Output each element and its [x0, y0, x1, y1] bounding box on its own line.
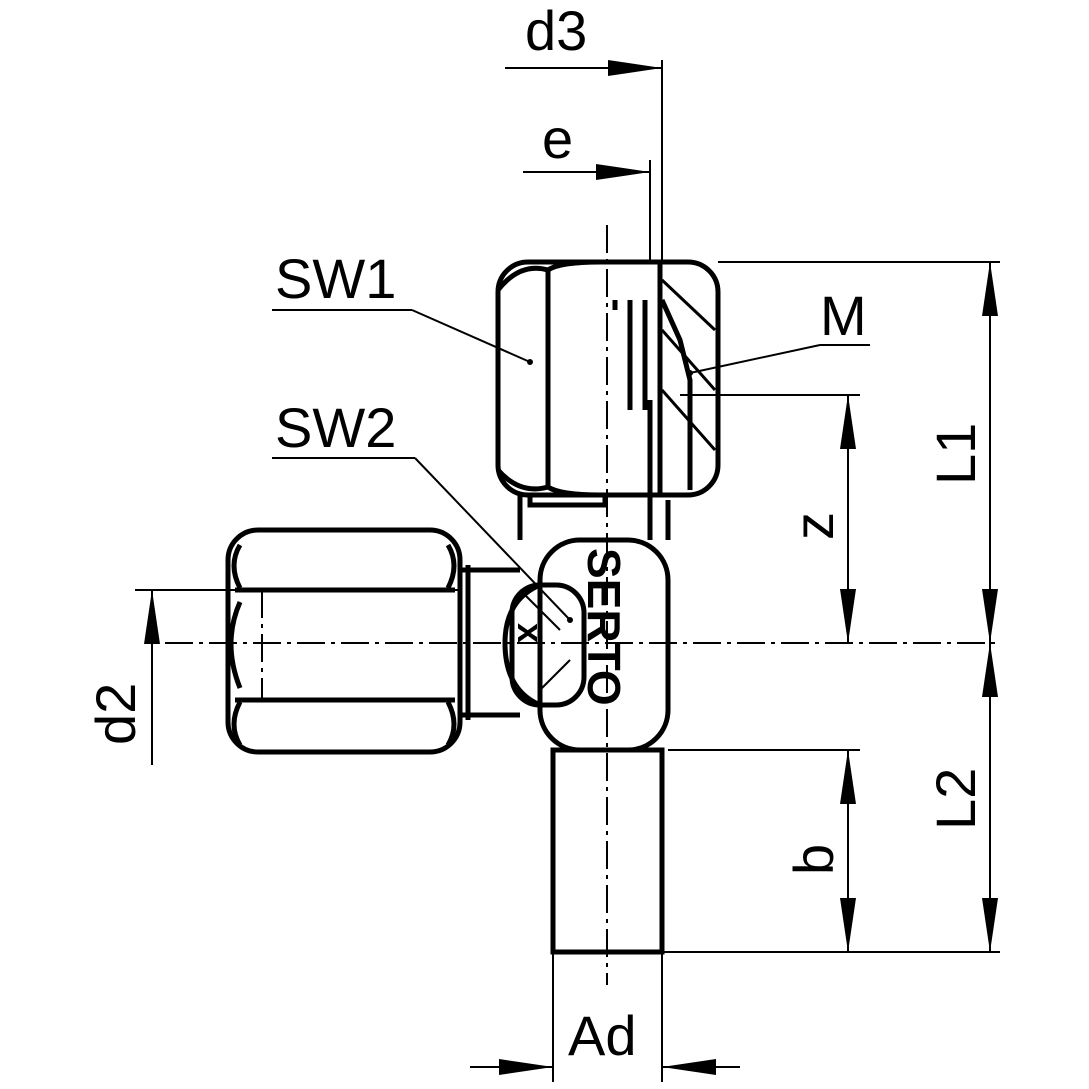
label-ad: Ad: [568, 1004, 637, 1067]
label-x: x: [510, 623, 551, 643]
label-l1: L1: [924, 423, 987, 485]
label-d2: d2: [84, 683, 147, 745]
label-z: z: [782, 512, 845, 540]
bottom-tube: [550, 747, 665, 955]
leader-sw1: [272, 309, 533, 365]
label-b: b: [782, 844, 845, 875]
dimension-z: [840, 395, 856, 643]
label-e: e: [542, 107, 573, 170]
dimension-ad: [470, 1059, 740, 1075]
label-sw1: SW1: [275, 247, 396, 310]
label-m: M: [820, 284, 867, 347]
left-nut-sw2: [225, 527, 463, 755]
label-l2: L2: [924, 768, 987, 830]
serto-brand-mark: SERTO: [578, 548, 630, 706]
leader-sw2: [272, 457, 573, 623]
dimension-l2: [982, 643, 998, 952]
dimension-d2: [144, 590, 160, 765]
dimension-e: [523, 164, 650, 180]
left-neck: [460, 565, 520, 720]
dimension-d3: [505, 60, 662, 76]
dimension-l1: [982, 262, 998, 643]
label-sw2: SW2: [275, 396, 396, 459]
upper-nut-sw1: [495, 259, 721, 540]
extension-lines: [135, 60, 1000, 1082]
dimension-b: [840, 750, 856, 952]
leader-m: [687, 344, 870, 376]
tee-body: SERTO x: [502, 537, 671, 753]
label-d3: d3: [525, 0, 587, 62]
